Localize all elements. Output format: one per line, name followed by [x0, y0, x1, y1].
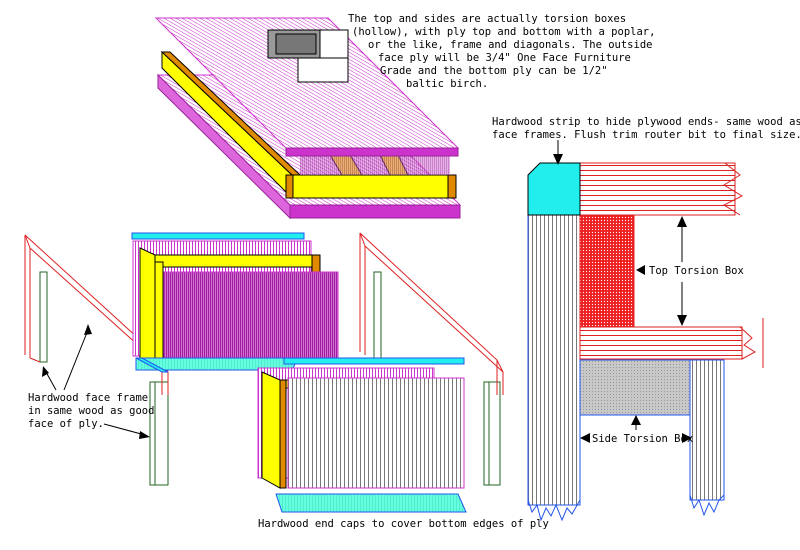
hardwood-strip [527, 162, 581, 216]
face-frame-line-2: in same wood as good [28, 405, 154, 417]
face-frame-note: Hardwood face frame in same wood as good… [28, 324, 154, 439]
face-frame-line-3: face of ply. [28, 418, 104, 430]
top-note-line-4: face ply will be 3/4" One Face Furniture [378, 52, 631, 64]
lower-side-torsion-box [257, 357, 467, 513]
upper-side-torsion-box [131, 232, 339, 373]
top-note-line-1: The top and sides are actually torsion b… [348, 13, 626, 25]
strip-note-line-2: face frames. Flush trim router bit to fi… [492, 129, 800, 141]
top-note-line-6: baltic birch. [406, 78, 488, 90]
top-note-line-3: or the like, frame and diagonals. The ou… [368, 39, 652, 51]
strip-note: Hardwood strip to hide plywood ends- sam… [492, 116, 800, 141]
face-frame-line-1: Hardwood face frame [28, 392, 148, 404]
top-note: The top and sides are actually torsion b… [348, 13, 655, 90]
side-torsion-box-label: Side Torsion Box [592, 433, 693, 445]
top-opening [267, 29, 349, 83]
left-face-frame [24, 234, 169, 486]
top-torsion-box-exploded [154, 17, 462, 220]
top-note-line-2: (hollow), with ply top and bottom with a… [352, 26, 655, 38]
right-face-frame [359, 232, 504, 486]
strip-note-line-1: Hardwood strip to hide plywood ends- sam… [492, 116, 800, 128]
cross-section-detail [527, 140, 764, 522]
top-torsion-box-label: Top Torsion Box [649, 265, 744, 277]
end-caps-label: Hardwood end caps to cover bottom edges … [258, 518, 549, 530]
top-note-line-5: Grade and the bottom ply can be 1/2" [380, 65, 608, 77]
